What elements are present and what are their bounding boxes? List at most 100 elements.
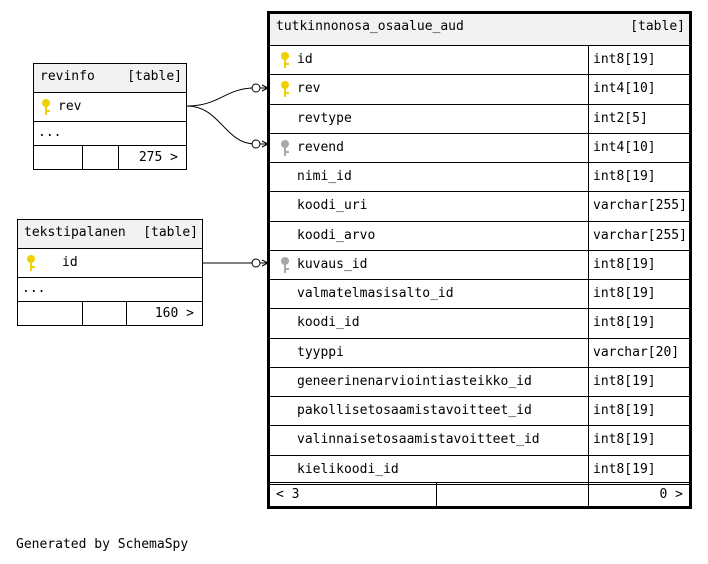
foreign-key-icon (281, 256, 289, 273)
column-type-cell: int8[19] (588, 397, 689, 426)
primary-key-icon (27, 255, 35, 271)
column-name: revtype (297, 110, 352, 126)
column-name: geneerinenarviointiasteikko_id (297, 373, 532, 389)
column-type: int8[19] (593, 461, 656, 477)
column-name: valinnaisetosaamistavoitteet_id (297, 432, 540, 448)
column-name: kielikoodi_id (297, 461, 399, 477)
column-row[interactable]: rev (34, 93, 186, 122)
children-count[interactable]: 160 > (154, 306, 194, 321)
table-header: revinfo [table] (34, 64, 186, 93)
column-row[interactable]: id (18, 249, 202, 278)
children-count[interactable]: 0 > (659, 487, 683, 502)
column-type: int8[19] (593, 256, 656, 272)
column-row[interactable]: rev int4[10] (270, 75, 689, 105)
column-type-cell: int8[19] (588, 426, 689, 455)
more-columns-row: ... (18, 278, 202, 302)
table-name[interactable]: revinfo (40, 69, 95, 84)
table-name[interactable]: tutkinnonosa_osaalue_aud (276, 19, 464, 34)
table-footer: 160 > (18, 302, 202, 325)
link-end-marker (251, 139, 261, 149)
column-row[interactable]: koodi_arvo varchar[255] (270, 221, 689, 251)
column-row[interactable]: revtype int2[5] (270, 104, 689, 134)
table-kind: [table] (630, 19, 685, 34)
column-type: int2[5] (593, 110, 648, 126)
column-type-cell: int8[19] (588, 280, 689, 309)
column-name: kuvaus_id (297, 256, 368, 272)
column-name: koodi_arvo (297, 227, 376, 243)
column-row[interactable]: valinnaisetosaamistavoitteet_id int8[19] (270, 426, 689, 456)
column-type-cell: int8[19] (588, 250, 689, 279)
column-row[interactable]: tyyppi varchar[20] (270, 338, 689, 368)
column-name: id (62, 255, 78, 270)
primary-key-icon (281, 81, 289, 98)
column-row[interactable]: geneerinenarviointiasteikko_id int8[19] (270, 367, 689, 397)
column-row[interactable]: kielikoodi_id int8[19] (270, 455, 689, 485)
children-count[interactable]: 275 > (138, 150, 178, 165)
column-type-cell: int4[10] (588, 75, 689, 104)
column-type-cell: varchar[20] (588, 338, 689, 367)
column-name: id (297, 52, 313, 67)
column-type-cell: int8[19] (588, 309, 689, 338)
footer-cell: 0 > (588, 483, 689, 506)
column-type-cell: int4[10] (588, 133, 689, 162)
column-name: valmatelmasisalto_id (297, 286, 454, 301)
column-type: int8[19] (593, 373, 656, 389)
table-kind: [table] (127, 69, 182, 84)
column-row[interactable]: kuvaus_id int8[19] (270, 250, 689, 280)
table-tekstipalanen[interactable]: tekstipalanen [table] id ... 160 > (17, 219, 203, 326)
column-type: int8[19] (593, 315, 656, 331)
column-name: tyyppi (297, 344, 344, 360)
ellipsis: ... (22, 281, 46, 296)
column-type: int8[19] (593, 432, 656, 448)
column-type: int4[10] (593, 81, 656, 97)
table-kind: [table] (143, 225, 198, 240)
table-header: tekstipalanen [table] (18, 220, 202, 249)
column-name: rev (297, 81, 321, 97)
column-row[interactable]: koodi_id int8[19] (270, 309, 689, 339)
footer-cell (436, 483, 588, 506)
ellipsis: ... (38, 125, 62, 140)
footer-cell: 275 > (118, 146, 186, 169)
column-name: koodi_id (297, 315, 360, 331)
link-revinfo-revend (186, 105, 268, 145)
foreign-key-icon (281, 139, 289, 156)
column-name: revend (297, 139, 344, 155)
column-name: pakollisetosaamistavoitteet_id (297, 403, 532, 418)
column-type: varchar[255] (593, 198, 687, 214)
more-columns-row: ... (34, 122, 186, 146)
footer-cell (82, 302, 126, 325)
column-type-cell: int2[5] (588, 104, 689, 133)
table-footer: < 3 0 > (270, 482, 689, 506)
column-type: int8[19] (593, 403, 656, 418)
link-end-marker (251, 83, 261, 93)
column-name: koodi_uri (297, 198, 368, 214)
column-name: nimi_id (297, 169, 352, 184)
primary-key-icon (42, 99, 50, 115)
column-row[interactable]: revend int4[10] (270, 133, 689, 163)
column-type-cell: int8[19] (588, 163, 689, 192)
column-row[interactable]: koodi_uri varchar[255] (270, 192, 689, 222)
column-type: varchar[20] (593, 344, 680, 360)
generated-by-label: Generated by SchemaSpy (16, 537, 189, 552)
table-revinfo[interactable]: revinfo [table] rev ... 275 > (33, 63, 187, 170)
table-name[interactable]: tekstipalanen (24, 225, 126, 240)
column-type: int8[19] (593, 286, 656, 301)
footer-cell (82, 146, 118, 169)
column-type: varchar[255] (593, 227, 687, 243)
footer-cell: 160 > (126, 302, 202, 325)
column-type: int8[19] (593, 169, 656, 184)
parents-count[interactable]: < 3 (276, 487, 300, 502)
link-end-marker (251, 258, 261, 268)
column-type-cell: int8[19] (588, 455, 689, 484)
primary-key-icon (281, 52, 289, 68)
column-row[interactable]: nimi_id int8[19] (270, 163, 689, 193)
table-header: tutkinnonosa_osaalue_aud [table] (270, 14, 689, 46)
column-type-cell: varchar[255] (588, 221, 689, 250)
column-type: int4[10] (593, 139, 656, 155)
column-type-cell: varchar[255] (588, 192, 689, 221)
column-type-cell: int8[19] (588, 367, 689, 396)
column-row[interactable]: pakollisetosaamistavoitteet_id int8[19] (270, 397, 689, 427)
column-row[interactable]: valmatelmasisalto_id int8[19] (270, 280, 689, 310)
